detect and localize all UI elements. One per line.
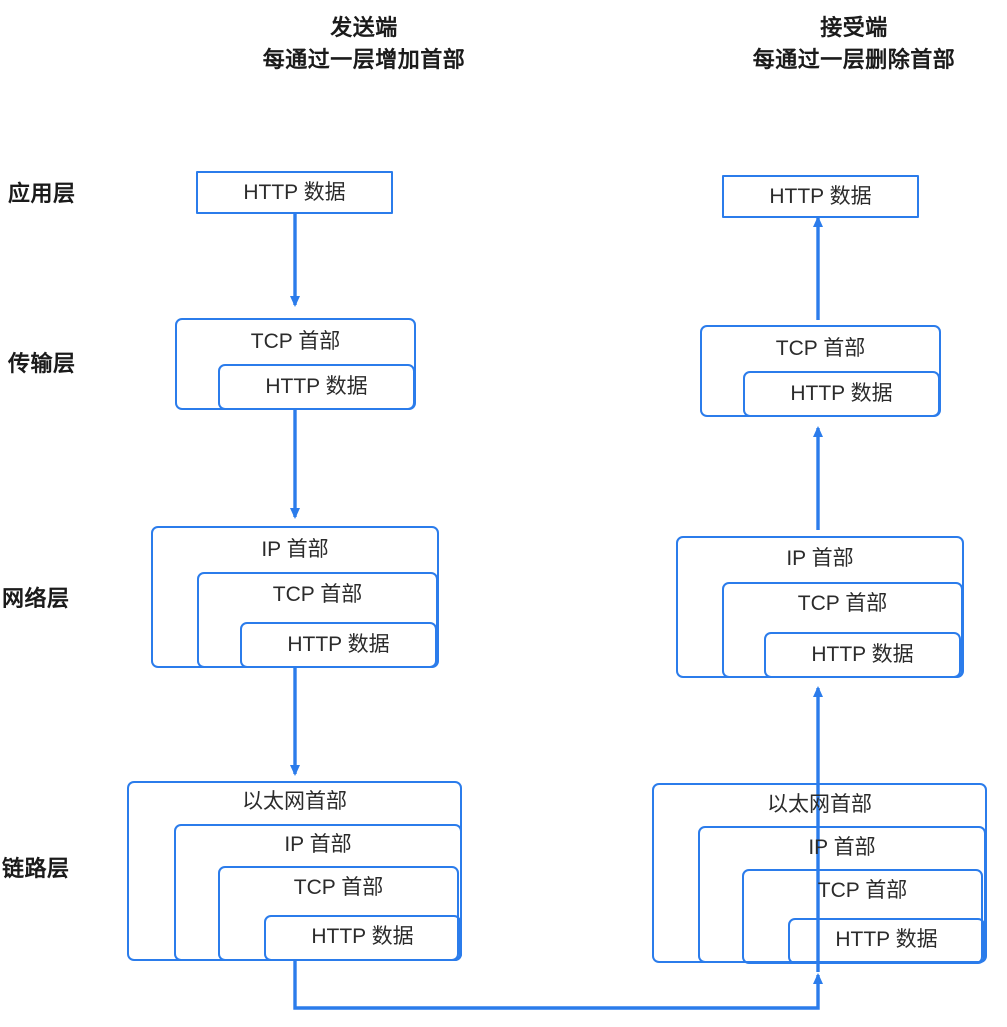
receiver-transport-tcp-label: TCP 首部 [775,337,866,360]
sender-application-http-label: HTTP 数据 [243,181,346,204]
sender-subtitle: 每通过一层增加首部 [262,47,466,72]
receiver-link-ip-label: IP 首部 [808,836,876,859]
wire-sender-link-to-receiver-link [293,961,823,1010]
receiver-title: 接受端 [820,15,888,40]
receiver-link-http-label: HTTP 数据 [835,928,938,951]
receiver-network-http-box[interactable] [764,632,961,678]
sender-link-ip-label: IP 首部 [284,833,352,856]
receiver-application-http-box[interactable] [722,175,919,218]
receiver-network-tcp-label: TCP 首部 [797,592,888,615]
receiver-subtitle: 每通过一层删除首部 [752,47,956,72]
sender-title: 发送端 [330,15,398,40]
sender-network-tcp-label: TCP 首部 [272,583,363,606]
receiver-column-header: 接受端 每通过一层删除首部 [654,12,1007,76]
sender-transport-http-label: HTTP 数据 [265,375,368,398]
receiver-network-http-label: HTTP 数据 [811,643,914,666]
receiver-link-http-box[interactable] [788,918,985,964]
sender-link-http-box[interactable] [264,915,461,961]
sender-transport-http-box[interactable] [218,364,415,410]
sender-link-http-label: HTTP 数据 [311,925,414,948]
layer-label-link: 链路层 [2,856,70,881]
sender-network-http-label: HTTP 数据 [287,633,390,656]
sender-network-http-box[interactable] [240,622,437,668]
layer-label-transport: 传输层 [8,351,76,376]
receiver-transport-http-box[interactable] [743,371,940,417]
sender-application-http-box[interactable] [196,171,393,214]
receiver-network-ip-label: IP 首部 [786,547,854,570]
sender-link-ethernet-label: 以太网首部 [242,790,347,813]
layer-label-application: 应用层 [8,181,76,206]
sender-transport-tcp-label: TCP 首部 [250,330,341,353]
receiver-link-tcp-label: TCP 首部 [817,879,908,902]
sender-network-ip-label: IP 首部 [261,538,329,561]
receiver-link-ethernet-label: 以太网首部 [767,793,872,816]
receiver-transport-http-label: HTTP 数据 [790,382,893,405]
sender-column-header: 发送端 每通过一层增加首部 [164,12,564,76]
sender-link-tcp-label: TCP 首部 [293,876,384,899]
layer-label-network: 网络层 [2,586,70,611]
receiver-application-http-label: HTTP 数据 [769,185,872,208]
